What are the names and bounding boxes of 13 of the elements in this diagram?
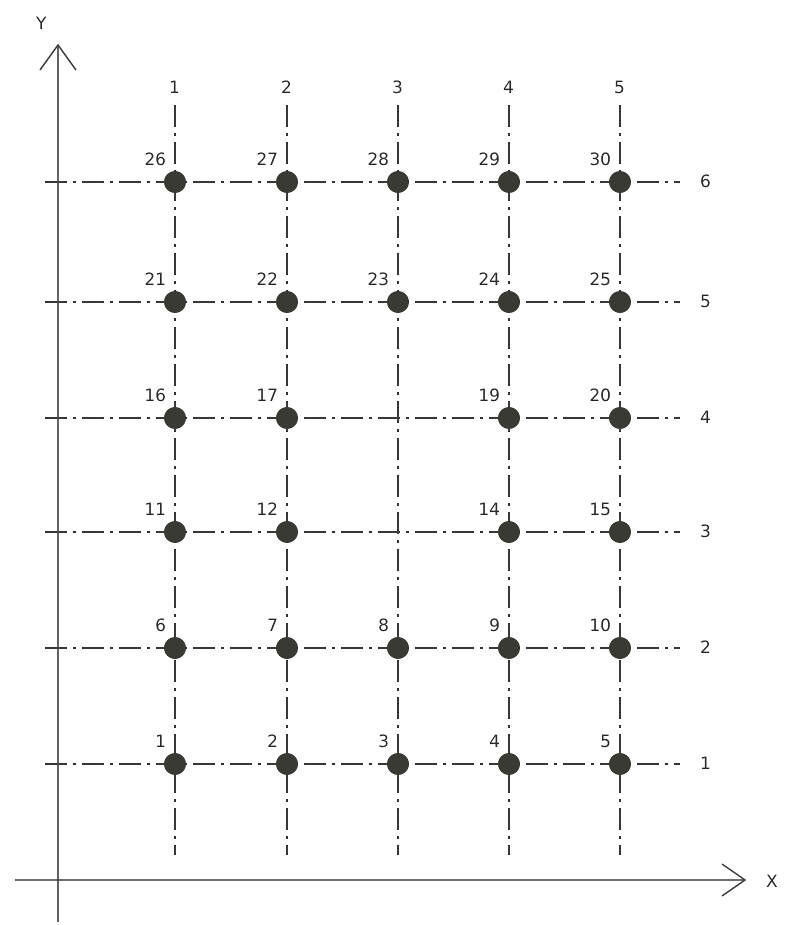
row-number: 1 (700, 754, 711, 774)
axis-label: Y (36, 14, 46, 34)
row-number: 5 (700, 292, 711, 312)
column-number: 2 (281, 78, 292, 98)
row-number: 3 (700, 522, 711, 542)
column-number: 5 (614, 78, 625, 98)
axis-label: X (766, 872, 778, 892)
column-number: 1 (169, 78, 180, 98)
column-number: 4 (503, 78, 514, 98)
row-number: 6 (700, 172, 711, 192)
row-number: 4 (700, 408, 711, 428)
row-number: 2 (700, 638, 711, 658)
column-number: 3 (392, 78, 403, 98)
